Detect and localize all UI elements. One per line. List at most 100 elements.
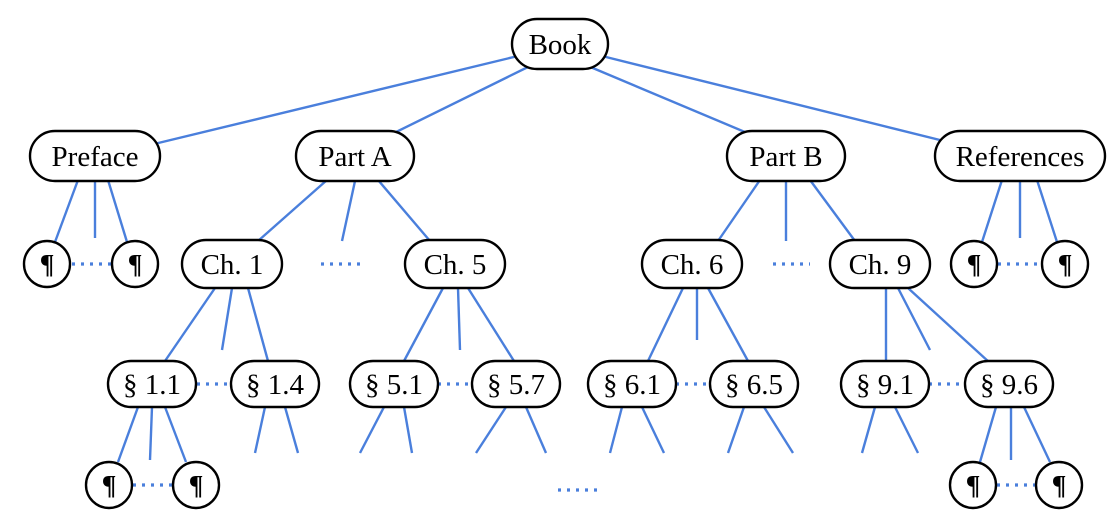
node-label: § 1.1 bbox=[123, 369, 181, 401]
edge-open-branch bbox=[860, 406, 877, 454]
node-preface: Preface bbox=[28, 129, 162, 183]
paragraph-node: ¶ bbox=[22, 239, 72, 289]
paragraph-mark: ¶ bbox=[1058, 249, 1073, 279]
node-border bbox=[106, 359, 198, 409]
node-border bbox=[828, 238, 932, 290]
paragraph-mark: ¶ bbox=[967, 249, 982, 279]
edge-open-branch bbox=[283, 406, 300, 454]
node-border bbox=[949, 239, 999, 289]
node-ch6: Ch. 6 bbox=[640, 238, 744, 290]
edge-part-a-ch1 bbox=[257, 179, 328, 242]
node-book: Book bbox=[510, 17, 610, 71]
edge-ch5-stub bbox=[456, 287, 462, 351]
node-s1-1: § 1.1 bbox=[106, 359, 198, 409]
edge-open-branch bbox=[524, 406, 548, 454]
edge-references-paragraph bbox=[980, 179, 1004, 243]
edge-ch9-s9-6 bbox=[907, 287, 991, 364]
node-border bbox=[725, 129, 847, 183]
node-ch1: Ch. 1 bbox=[180, 238, 284, 290]
edge-references-paragraph bbox=[1035, 179, 1059, 243]
node-references: References bbox=[933, 129, 1107, 183]
node-label: Ch. 9 bbox=[849, 249, 912, 281]
tree-edges bbox=[53, 54, 1059, 463]
edge-open-branch bbox=[726, 406, 746, 454]
edge-preface-paragraph bbox=[106, 179, 129, 243]
paragraph-node: ¶ bbox=[1040, 239, 1090, 289]
paragraph-mark: ¶ bbox=[1052, 470, 1067, 500]
node-label: Part B bbox=[749, 141, 822, 173]
node-border bbox=[586, 359, 678, 409]
edge-open-branch bbox=[253, 406, 267, 454]
node-s6-1: § 6.1 bbox=[586, 359, 678, 409]
node-border bbox=[22, 239, 72, 289]
node-border bbox=[1040, 239, 1090, 289]
paragraph-mark: ¶ bbox=[966, 470, 981, 500]
edge-book-references bbox=[601, 54, 961, 147]
node-s5-1: § 5.1 bbox=[348, 359, 440, 409]
paragraph-node: ¶ bbox=[949, 239, 999, 289]
node-label: § 1.4 bbox=[246, 369, 305, 401]
paragraph-node: ¶ bbox=[171, 460, 221, 510]
edge-s9-6-paragraph bbox=[1022, 406, 1052, 463]
edge-part-b-ch6 bbox=[717, 179, 761, 242]
edge-s1-1-stub bbox=[148, 406, 154, 461]
node-border bbox=[1034, 460, 1084, 510]
edge-part-a-ch5 bbox=[377, 179, 431, 242]
edge-s1-1-paragraph bbox=[163, 406, 188, 463]
node-label: § 5.1 bbox=[365, 369, 423, 401]
edge-book-part-a bbox=[389, 64, 531, 137]
edge-open-branch bbox=[474, 406, 508, 454]
paragraph-mark: ¶ bbox=[40, 249, 55, 279]
edge-ch6-s6-5 bbox=[706, 287, 750, 362]
node-border bbox=[294, 129, 416, 183]
edge-part-b-ch9 bbox=[809, 179, 856, 242]
node-s5-7: § 5.7 bbox=[470, 359, 562, 409]
node-border bbox=[28, 129, 162, 183]
node-border bbox=[403, 238, 507, 290]
edge-ch1-stub bbox=[220, 287, 234, 351]
node-part-a: Part A bbox=[294, 129, 416, 183]
paragraph-node: ¶ bbox=[948, 460, 998, 510]
node-border bbox=[708, 359, 800, 409]
node-label: Ch. 5 bbox=[424, 249, 487, 281]
paragraph-mark: ¶ bbox=[189, 470, 204, 500]
edge-ch5-s5-1 bbox=[402, 287, 445, 362]
node-label: Preface bbox=[52, 141, 139, 173]
paragraph-node: ¶ bbox=[1034, 460, 1084, 510]
node-label: Ch. 6 bbox=[661, 249, 724, 281]
node-label: Book bbox=[529, 29, 592, 61]
node-label: Part A bbox=[318, 141, 391, 173]
node-border bbox=[110, 239, 160, 289]
paragraph-node: ¶ bbox=[84, 460, 134, 510]
node-border bbox=[963, 359, 1055, 409]
node-border bbox=[470, 359, 562, 409]
node-s9-6: § 9.6 bbox=[963, 359, 1055, 409]
node-border bbox=[640, 238, 744, 290]
edge-open-branch bbox=[608, 406, 624, 454]
node-label: References bbox=[956, 141, 1085, 173]
paragraph-node: ¶ bbox=[110, 239, 160, 289]
node-border bbox=[171, 460, 221, 510]
edge-preface-paragraph bbox=[53, 179, 80, 243]
node-border bbox=[839, 359, 931, 409]
edge-book-part-b bbox=[587, 64, 753, 137]
edge-open-branch bbox=[358, 406, 386, 454]
edge-s1-1-paragraph bbox=[116, 406, 140, 463]
node-border bbox=[948, 460, 998, 510]
node-label: § 6.5 bbox=[725, 369, 783, 401]
edge-book-preface bbox=[149, 54, 519, 147]
node-ch9: Ch. 9 bbox=[828, 238, 932, 290]
node-border bbox=[229, 359, 321, 409]
edge-ch1-s1-4 bbox=[246, 287, 270, 362]
node-border bbox=[348, 359, 440, 409]
edge-ch9-stub bbox=[896, 287, 932, 351]
node-label: § 9.6 bbox=[980, 369, 1038, 401]
node-border bbox=[933, 129, 1107, 183]
node-border bbox=[84, 460, 134, 510]
node-label: § 5.7 bbox=[487, 369, 545, 401]
node-border bbox=[180, 238, 284, 290]
paragraph-mark: ¶ bbox=[128, 249, 143, 279]
edge-ch5-s5-7 bbox=[466, 287, 516, 362]
